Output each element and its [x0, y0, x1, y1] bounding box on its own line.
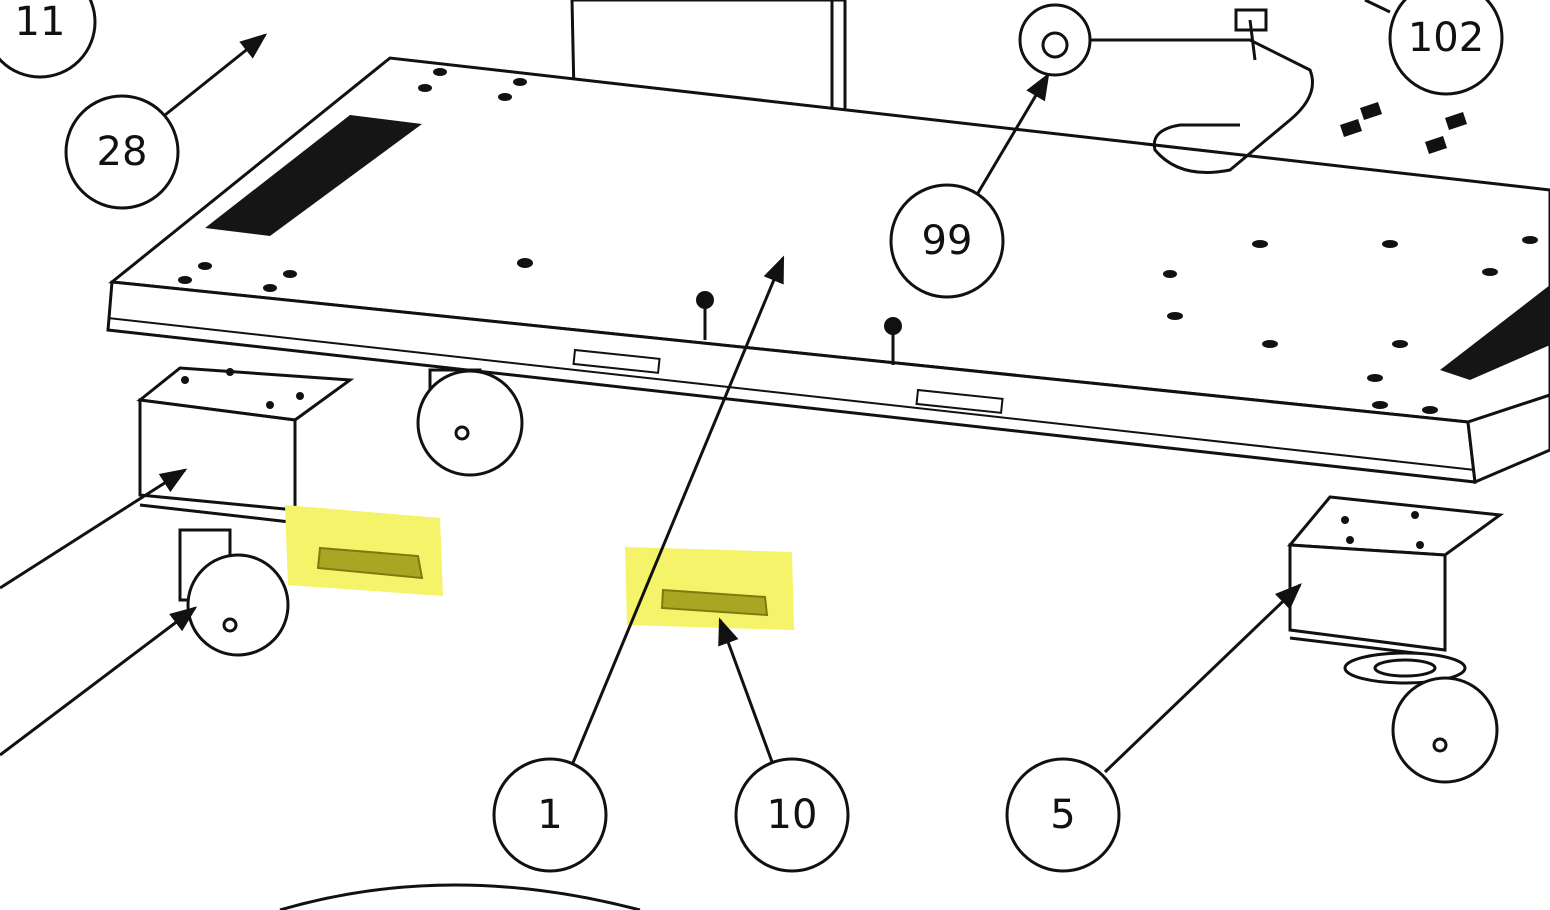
callout-99: 99: [889, 183, 1005, 299]
highlighted-foot-pad-center: [625, 547, 794, 630]
screws: [696, 291, 902, 365]
caster-wheel-rear-left: [416, 368, 524, 477]
right-leg-bracket: [1286, 495, 1505, 658]
callout-label: 102: [1408, 15, 1484, 61]
callout-label: 11: [15, 0, 66, 45]
leader-lines: [0, 0, 1391, 774]
callout-label: 99: [922, 218, 973, 264]
mounting-holes: [178, 68, 1538, 414]
highlighted-foot-pad-left: [285, 505, 443, 596]
gas-regulator-hose: [1018, 3, 1314, 174]
caster-wheel-right: [1343, 651, 1499, 784]
vent-slot-right: [1440, 285, 1550, 380]
callout-5: 5: [1005, 757, 1121, 873]
callout-10: 10: [734, 757, 850, 873]
callout-label: 1: [537, 792, 562, 838]
callout-label: 5: [1050, 792, 1075, 838]
vent-slot-left: [205, 115, 422, 236]
callout-label: 10: [767, 792, 818, 838]
callout-28: 28: [64, 94, 180, 210]
callout-label: 28: [97, 129, 148, 175]
caster-wheel-front-left: [178, 528, 290, 657]
callout-102: 102: [1388, 0, 1504, 96]
callout-1: 1: [492, 757, 608, 873]
left-leg-bracket: [136, 366, 355, 524]
cart-platform: [106, 56, 1550, 485]
callout-11: 11: [0, 0, 97, 79]
partial-component-bottom: [279, 883, 641, 910]
